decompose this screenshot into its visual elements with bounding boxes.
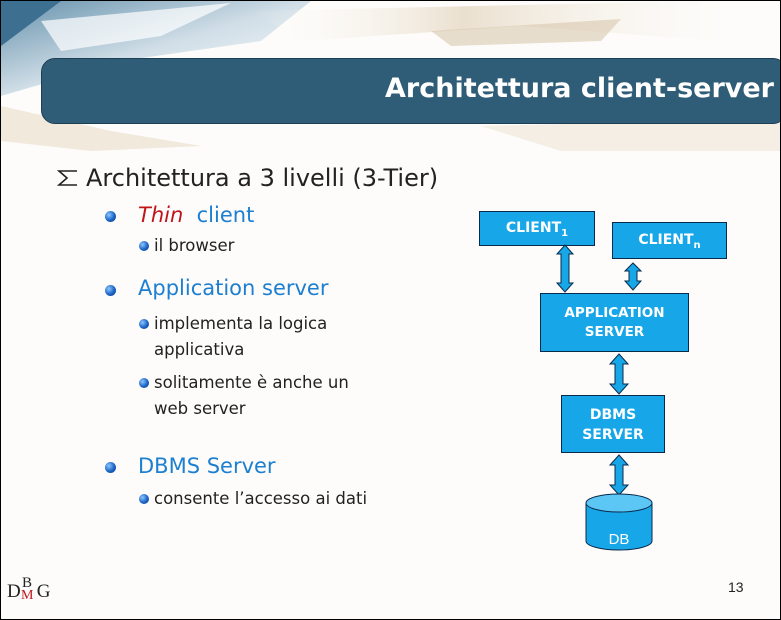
page-number: 13 (728, 579, 744, 595)
client-label: client (196, 203, 255, 227)
bullet-data-access: consente l’accesso ai dati (154, 489, 368, 508)
app-logic-line2: applicativa (154, 340, 245, 359)
bullet-level1-text: Architettura a 3 livelli (3-Tier) (86, 164, 439, 192)
double-arrow-icon (608, 353, 630, 395)
client1-label: CLIENT (505, 220, 562, 236)
bullet-level1: Architettura a 3 livelli (3-Tier) (56, 164, 439, 192)
double-arrow-icon (608, 454, 630, 496)
bullet-dbms-server: DBMS Server (138, 454, 276, 478)
web-server-line1: solitamente è anche un (154, 373, 349, 392)
bullet-dot-icon (139, 494, 149, 504)
app-logic-line1: implementa la logica (154, 314, 328, 333)
appserver-line2: SERVER (584, 324, 645, 340)
title-banner (41, 58, 780, 124)
logo-b: B (22, 575, 33, 591)
bullet-browser: il browser (154, 236, 235, 255)
database-cylinder-icon (585, 493, 653, 551)
bullet-dot-icon (139, 378, 149, 388)
application-server-box: APPLICATION SERVER (540, 293, 689, 352)
double-arrow-icon (555, 244, 575, 293)
double-arrow-icon (623, 262, 643, 291)
db-label: DB (608, 531, 630, 548)
diagram-connectors (555, 244, 653, 551)
clientn-box: CLIENTn (612, 222, 727, 259)
web-server-line2: web server (154, 399, 246, 418)
dbms-line2: SERVER (582, 427, 644, 443)
dbms-line1: DBMS (589, 407, 637, 423)
sigma-bullet-icon (56, 164, 79, 192)
clientn-label: CLIENT (638, 232, 694, 248)
bullet-dot-icon (139, 241, 149, 251)
thin-label: Thin (138, 203, 184, 227)
client1-box: CLIENT1 (479, 211, 595, 246)
bullet-app-server: Application server (138, 276, 329, 300)
appserver-line1: APPLICATION (564, 305, 665, 321)
bullet-dot-icon (105, 285, 116, 296)
bullet-dot-icon (105, 211, 116, 222)
logo-m: M (21, 588, 34, 603)
logo-d: D (7, 581, 21, 602)
bullet-app-logic: implementa la logica applicativa (154, 311, 327, 363)
bullet-web-server: solitamente è anche un web server (154, 370, 349, 422)
bullet-dot-icon (139, 319, 149, 329)
bullet-dot-icon (105, 462, 116, 473)
logo-g: G (36, 581, 51, 602)
slide-title: Architettura client-server (385, 73, 774, 104)
clientn-subscript: n (693, 239, 701, 251)
bullet-thin-client: Thin client (138, 203, 254, 227)
client1-subscript: 1 (561, 227, 569, 239)
dbms-server-box: DBMS SERVER (561, 395, 665, 453)
